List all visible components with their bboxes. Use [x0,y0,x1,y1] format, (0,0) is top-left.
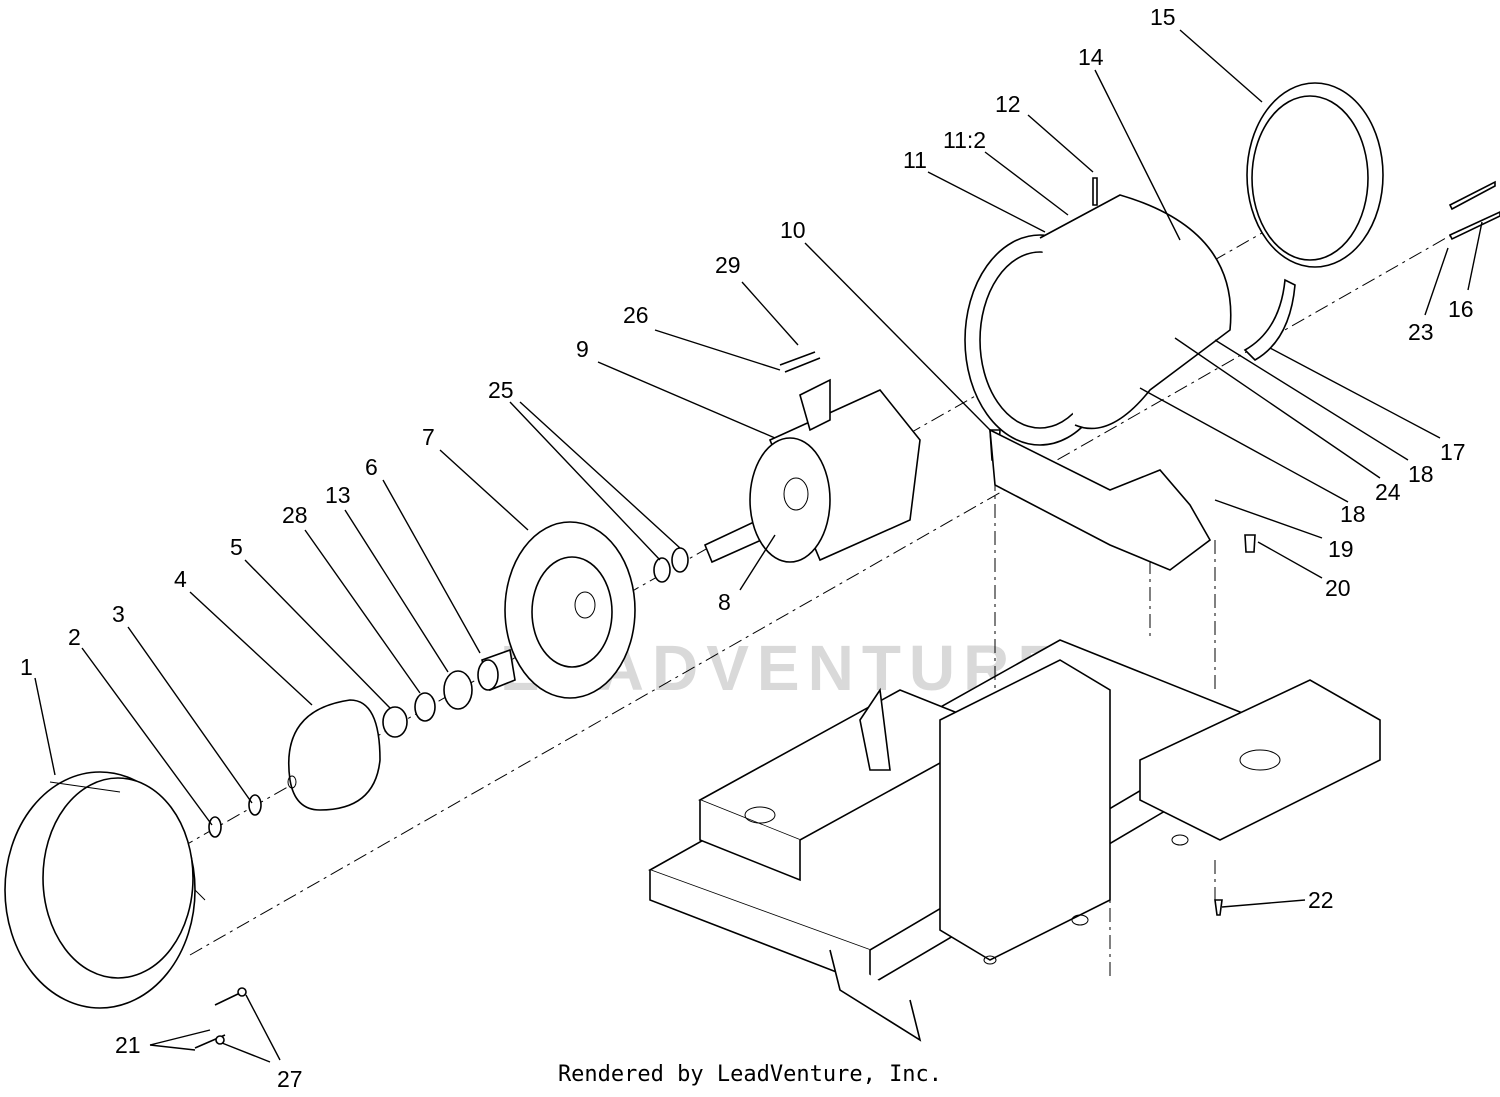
chassis-frame [648,639,1381,1042]
callout-28: 28 [282,502,308,528]
callout-20: 20 [1325,575,1351,601]
part-11-housing [964,194,1232,571]
part-13-washer [443,670,473,710]
callout-27: 27 [277,1066,303,1092]
callout-14: 14 [1078,44,1104,70]
callout-3: 3 [112,601,125,627]
part-27-washer-a [215,1035,225,1045]
part-22-bolt [1214,899,1223,916]
callout-7: 7 [422,424,435,450]
callout-29: 29 [715,252,741,278]
callout-11: 11 [903,147,927,173]
part-2-ring [208,816,222,838]
callout-16: 16 [1448,296,1474,322]
callout-1: 1 [20,654,33,680]
leader-lines [34,29,1483,1063]
callout-26: 26 [623,302,649,328]
callout-13: 13 [325,482,351,508]
part-4-dome [287,699,381,811]
callout-9: 9 [576,336,589,362]
part-3-ring [248,794,262,816]
part-9-generator [703,378,921,564]
callout-12: 12 [995,91,1021,117]
callout-24: 24 [1375,479,1401,505]
callout-10: 10 [780,217,806,243]
callout-19: 19 [1328,536,1354,562]
callout-22: 22 [1308,887,1334,913]
callout-15: 15 [1150,4,1176,30]
callout-5: 5 [230,534,243,560]
rendered-by-footer: Rendered by LeadVenture, Inc. [557,1062,943,1087]
part-7-fan [504,521,636,699]
part-16-bolt-b [1448,211,1500,241]
part-25-washer-b [671,547,689,573]
callout-21: 21 [115,1032,141,1058]
part-15-ring [1246,82,1384,268]
callout-17: 17 [1440,439,1466,465]
callout-8: 8 [718,589,731,615]
part-25-washer-a [653,557,671,583]
callout-6: 6 [365,454,378,480]
part-28-washer [414,692,436,722]
part-20-pin [1244,534,1256,553]
part-12-screw [1092,177,1098,206]
part-6-spacer [477,648,516,692]
part-17-strip [1243,278,1296,361]
callout-23: 23 [1408,319,1434,345]
part-16-bolt-a [1448,180,1496,211]
part-1-rim [4,771,206,1009]
callout-2: 2 [68,624,81,650]
callout-25: 25 [488,377,514,403]
callout-11-2: 11:2 [943,127,986,153]
part-26-29-keys [779,351,821,373]
part-27-washer-b [237,987,247,997]
part-5-nut [382,706,408,738]
callout-18-b: 18 [1340,501,1366,527]
callout-18-a: 18 [1408,461,1434,487]
callout-4: 4 [174,566,187,592]
